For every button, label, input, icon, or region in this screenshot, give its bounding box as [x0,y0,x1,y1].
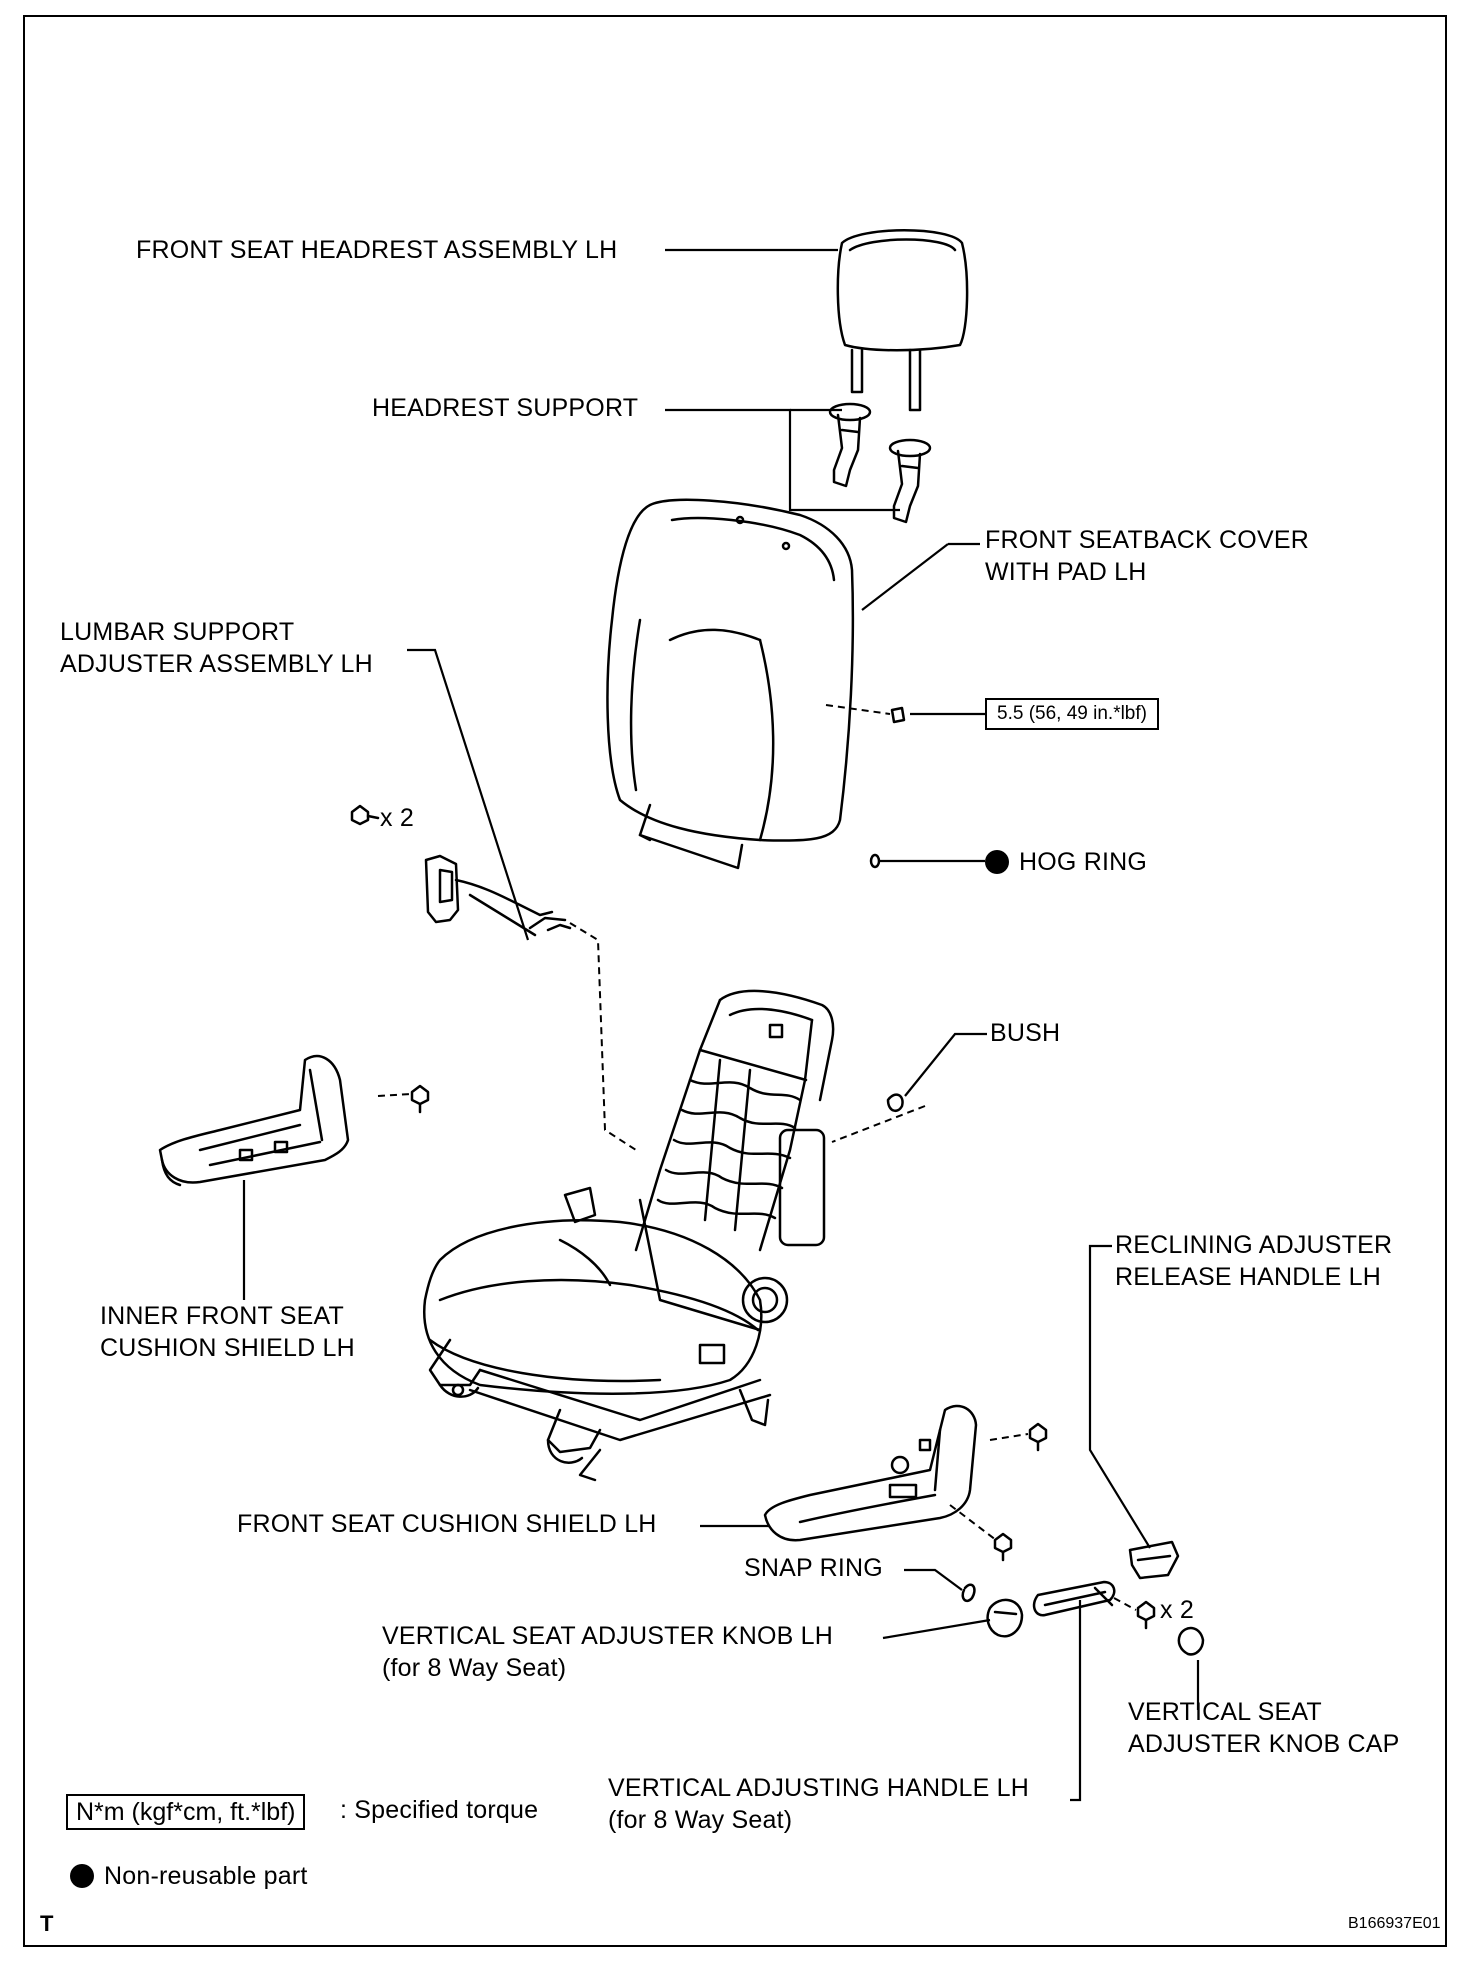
label-knob-cap: VERTICAL SEAT ADJUSTER KNOB CAP [1128,1696,1400,1760]
hog-ring-drawing [869,853,881,869]
non-reusable-legend-dot-icon [70,1864,94,1888]
knob-drawing [986,1598,1024,1638]
label-knob-cap-line1: VERTICAL SEAT [1128,1698,1322,1726]
label-vert-handle-line2: (for 8 Way Seat) [608,1806,793,1834]
label-vertical-knob: VERTICAL SEAT ADJUSTER KNOB LH (for 8 Wa… [382,1620,833,1684]
label-inner-shield-line2: CUSHION SHIELD LH [100,1334,355,1362]
inner-cushion-shield-drawing [158,1054,350,1187]
reclining-handle-drawing [1128,1540,1180,1580]
seatback-cover-drawing [606,498,855,870]
label-reclining-handle: RECLINING ADJUSTER RELEASE HANDLE LH [1115,1229,1392,1293]
label-inner-cushion-shield: INNER FRONT SEAT CUSHION SHIELD LH [100,1300,355,1364]
label-vert-knob-line2: (for 8 Way Seat) [382,1654,567,1682]
label-seatback-cover-line1: FRONT SEATBACK COVER [985,526,1309,554]
diagram-frame [23,15,1447,1947]
seat-frame-drawing [563,989,835,1332]
label-seatback-cover: FRONT SEATBACK COVER WITH PAD LH [985,524,1309,588]
label-knob-cap-line2: ADJUSTER KNOB CAP [1128,1730,1400,1758]
label-lumbar-line2: ADJUSTER ASSEMBLY LH [60,650,373,678]
bush-drawing [886,1093,904,1113]
bolt-handle [1136,1600,1156,1630]
bolt-shield-bottom [993,1532,1013,1562]
label-headrest-assembly: FRONT SEAT HEADREST ASSEMBLY LH [136,236,618,264]
label-snap-ring: SNAP RING [744,1554,883,1582]
label-vertical-handle: VERTICAL ADJUSTING HANDLE LH (for 8 Way … [608,1772,1029,1836]
label-cushion-shield: FRONT SEAT CUSHION SHIELD LH [237,1510,657,1538]
qty-handle-bolts: x 2 [1160,1596,1194,1624]
label-reclining-line2: RELEASE HANDLE LH [1115,1263,1381,1291]
label-seatback-cover-line2: WITH PAD LH [985,558,1147,586]
seatback-nut-drawing [890,706,906,724]
footer-left-mark: T [40,1911,54,1936]
label-reclining-line1: RECLINING ADJUSTER [1115,1231,1393,1259]
seat-cushion-drawing [423,1219,763,1395]
non-reusable-dot-icon [985,850,1009,874]
bolt-shield-top [1028,1422,1048,1452]
seat-track-drawing [428,1338,772,1482]
label-hog-ring-text: HOG RING [1019,848,1147,876]
headrest-drawing [836,229,969,412]
vertical-handle-drawing [1032,1580,1116,1617]
snap-ring-drawing [961,1583,976,1603]
label-headrest-support: HEADREST SUPPORT [372,394,639,422]
dashed-lines [377,704,1137,1611]
label-vert-knob-line1: VERTICAL SEAT ADJUSTER KNOB LH [382,1622,834,1650]
label-lumbar-support: LUMBAR SUPPORT ADJUSTER ASSEMBLY LH [60,616,373,680]
label-bush: BUSH [990,1019,1061,1047]
torque-box-seatback: 5.5 (56, 49 in.*lbf) [985,698,1159,730]
qty-lumbar-bolts: x 2 [380,804,414,832]
lumbar-adjuster-drawing [424,854,572,937]
legend-nonreusable-text: Non-reusable part [104,1862,308,1890]
knob-cap-drawing [1177,1626,1205,1656]
legend-nonreusable: Non-reusable part [70,1860,308,1892]
leader-lines [242,248,1200,1802]
figure-id: B166937E01 [1348,1915,1441,1932]
label-hog-ring: HOG RING [985,846,1147,878]
label-vert-handle-line1: VERTICAL ADJUSTING HANDLE LH [608,1774,1029,1802]
bolt-lumbar [350,804,380,826]
legend-torque-units: N*m (kgf*cm, ft.*lbf) [66,1794,306,1830]
cushion-shield-drawing [763,1404,978,1542]
label-inner-shield-line1: INNER FRONT SEAT [100,1302,344,1330]
label-lumbar-line1: LUMBAR SUPPORT [60,618,295,646]
headrest-support-drawing [828,402,932,524]
bolt-inner-shield [410,1084,430,1114]
legend-torque-text: : Specified torque [340,1796,539,1824]
